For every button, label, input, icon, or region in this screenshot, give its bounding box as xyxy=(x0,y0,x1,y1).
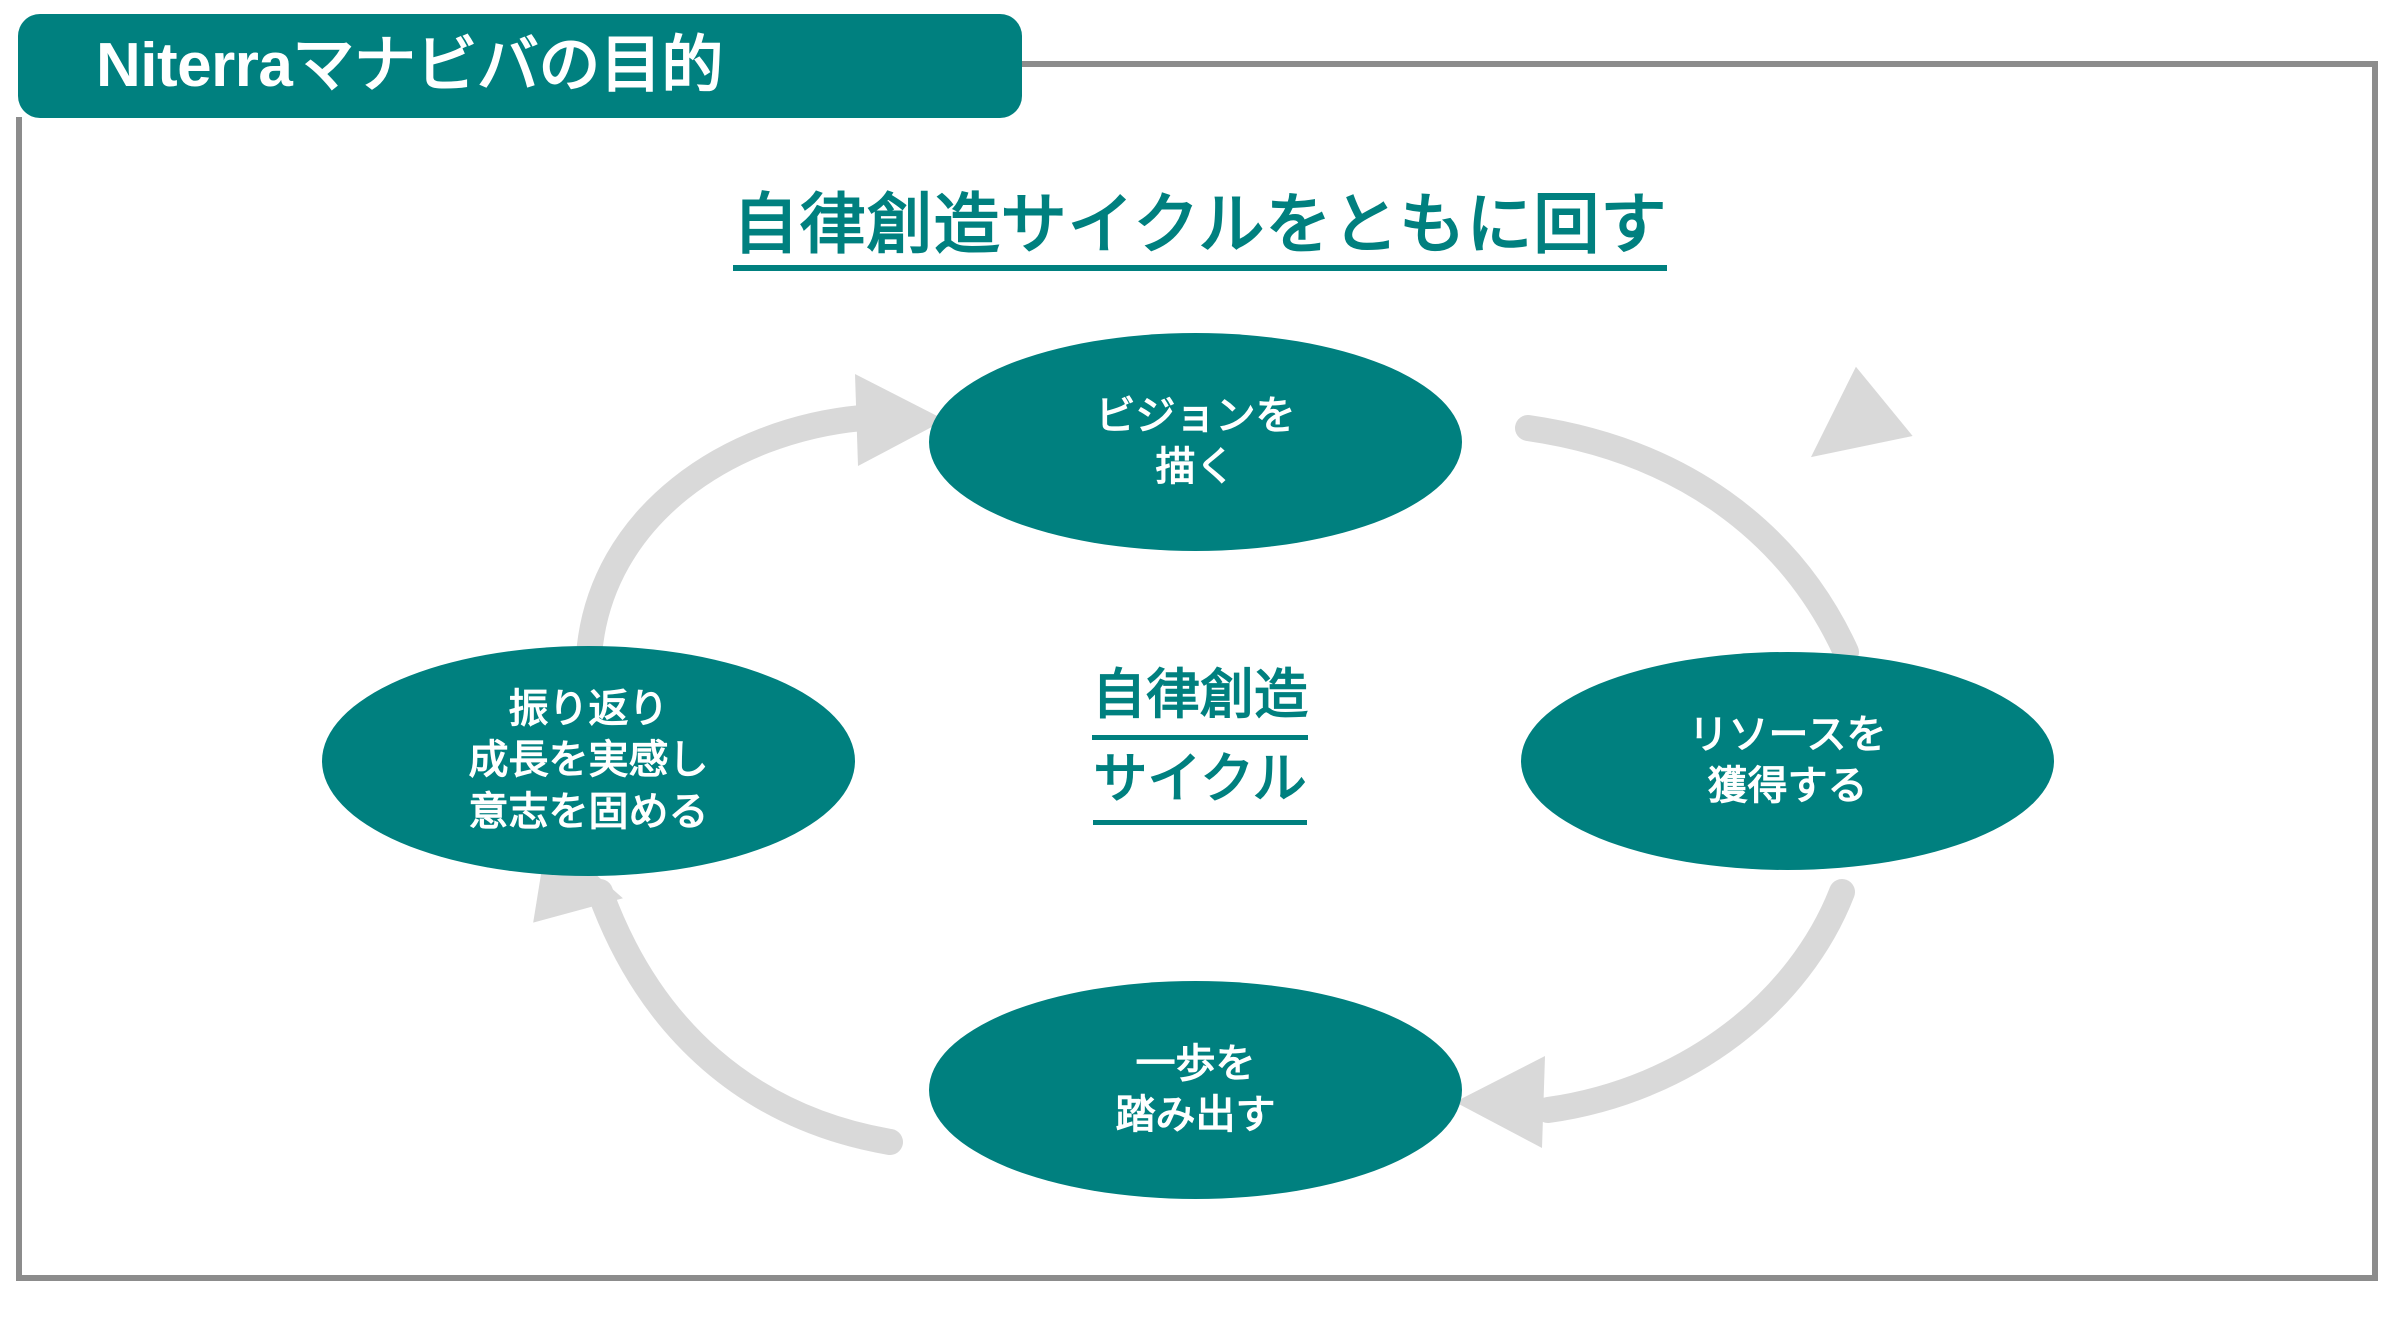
arrow-reflect-to-vision xyxy=(576,374,945,668)
cycle-node-step-line-1: 一歩を xyxy=(1135,1041,1256,1086)
cycle-arrows-group xyxy=(533,366,1913,1155)
cycle-node-reflect-line-2: 成長を実感し xyxy=(468,738,709,783)
slide-border-left xyxy=(16,117,22,1281)
cycle-node-step-line-2: 踏み出す xyxy=(1115,1093,1276,1137)
subtitle: 自律創造サイクルをともに回す xyxy=(0,186,2400,271)
cycle-node-vision: ビジョンを 描く xyxy=(929,333,1462,551)
cycle-node-resource-line-2: 獲得する xyxy=(1707,764,1868,808)
subtitle-text: 自律創造サイクルをともに回す xyxy=(732,188,1668,271)
page-title: Niterraマナビバの目的 xyxy=(96,31,723,100)
cycle-center-label: 自律創造 サイクル xyxy=(1000,656,1400,825)
arrow-vision-to-resource xyxy=(1515,366,1913,665)
slide-border-bottom xyxy=(16,1275,2378,1281)
cycle-node-resource: リソースを 獲得する xyxy=(1521,652,2054,870)
arrow-resource-to-step xyxy=(1455,879,1855,1148)
cycle-node-reflect: 振り返り 成長を実感し 意志を固める xyxy=(322,646,855,876)
slide-border-right xyxy=(2372,61,2378,1281)
title-banner: Niterraマナビバの目的 xyxy=(18,14,1022,118)
cycle-node-step: 一歩を 踏み出す xyxy=(929,981,1462,1199)
cycle-node-vision-line-1: ビジョンを xyxy=(1095,393,1296,438)
cycle-center-label-line-1: 自律創造 xyxy=(1092,656,1308,741)
cycle-center-label-line-2: サイクル xyxy=(1093,740,1307,825)
cycle-node-vision-line-2: 描く xyxy=(1155,445,1236,489)
cycle-node-reflect-line-3: 意志を固める xyxy=(468,789,709,834)
autonomous-creation-cycle-diagram: ビジョンを 描く リソースを 獲得する 一歩を 踏み出す 振り返り 成長を実感し… xyxy=(0,300,2400,1260)
slide-border-top xyxy=(1022,61,2378,67)
cycle-node-resource-line-1: リソースを xyxy=(1688,712,1887,757)
cycle-node-reflect-line-1: 振り返り xyxy=(508,687,669,732)
